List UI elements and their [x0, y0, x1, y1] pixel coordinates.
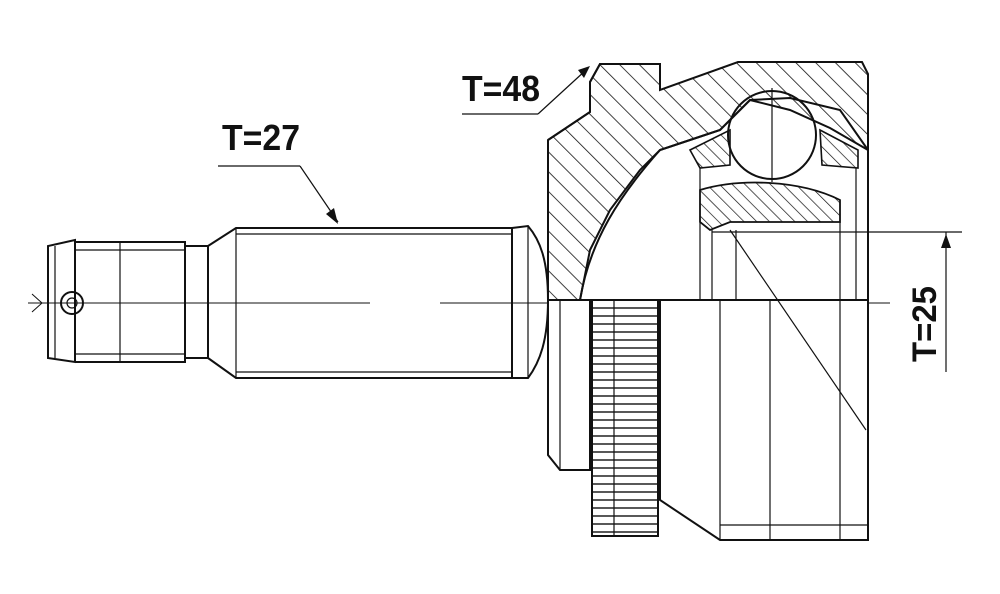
leader-t48: T=48 — [462, 66, 590, 115]
abs-tone-ring — [591, 299, 659, 537]
label-t48: T=48 — [462, 68, 540, 109]
centerline — [28, 293, 890, 313]
inner-race — [699, 181, 841, 232]
label-t25: T=25 — [906, 286, 944, 362]
shaft — [47, 224, 550, 379]
shaft-neck — [185, 245, 209, 359]
dimension-t25: T=25 — [712, 231, 962, 372]
shaft-shoulder — [511, 224, 550, 379]
housing-lower-outline — [547, 300, 591, 471]
leader-t27: T=27 — [218, 117, 339, 224]
outer-housing — [547, 61, 869, 541]
cage — [688, 128, 859, 169]
housing-section-hatch — [547, 61, 869, 301]
label-t27: T=27 — [222, 117, 300, 158]
shaft-spline-section — [75, 241, 186, 363]
